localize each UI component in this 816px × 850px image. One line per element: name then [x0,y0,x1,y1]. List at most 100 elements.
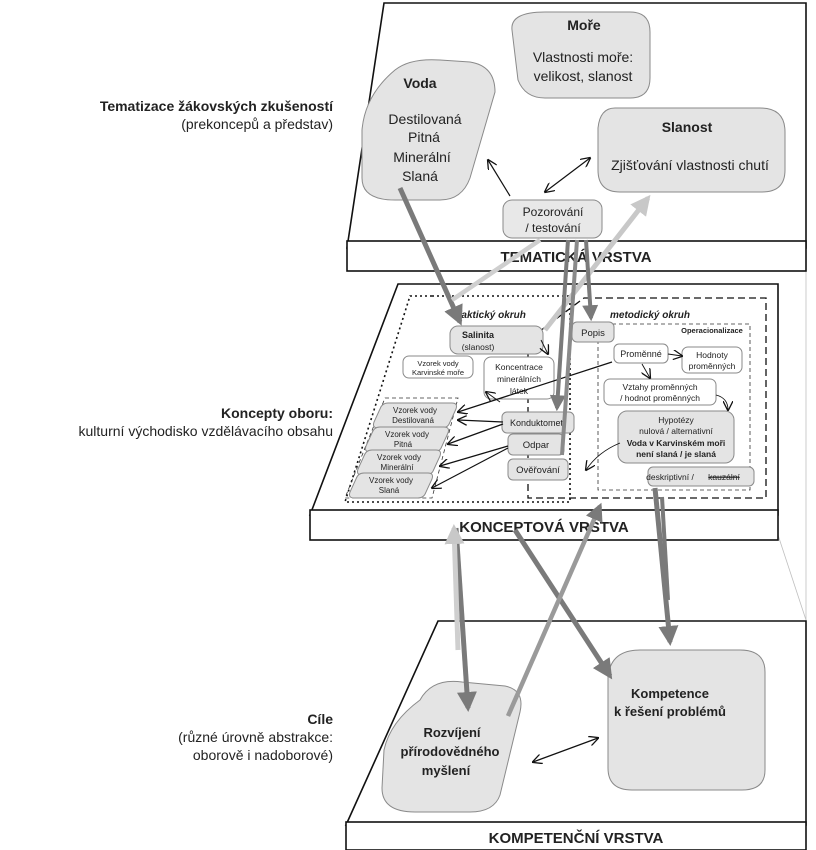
node-more-line1: Vlastnosti moře: [533,49,633,65]
node-slanost [597,107,786,193]
concept-side-subtitle: kulturní východisko vzdělávacího obsahu [78,423,333,439]
node-vztahy-line1: Vztahy proměnných [622,382,697,392]
node-vztahy-line2: / hodnot proměnných [620,393,700,403]
arrow-rozvijeni-concept-light [444,524,465,651]
arrow-pozorovani-popis [582,239,599,322]
arrow-konduktometr-destilovana [458,420,504,422]
node-voda-item-4: Slaná [402,168,438,184]
arrow-koncentrace-salinita [486,392,501,403]
node-salinita-line2: (slanost) [462,342,495,352]
node-kompetence-line2: k řešení problémů [614,704,726,719]
node-hypotezy-line1: Hypotézy [658,415,694,425]
right-connector-line-2 [777,534,807,621]
node-more [511,11,651,99]
concept-side-title: Koncepty oboru: [221,405,333,421]
node-hypotezy-line2: nulová / alternativní [639,426,713,436]
thematic-side-label: Tematizace žákovských zkušeností (prekon… [0,97,333,133]
node-rozvijeni [381,680,522,813]
arrow-rozvijeni-kompetence [533,738,598,762]
arrow-pozorovani-odpar [560,239,579,456]
competence-layer-title: KOMPETENČNÍ VRSTVA [489,829,664,847]
node-promenne-label: Proměnné [620,349,662,359]
arrow-hypotezy-overovani [586,442,621,470]
node-vzorek-karvina-line2: Karvinské moře [412,368,464,377]
node-voda-item-1: Destilovaná [388,111,461,127]
node-koncentrace-line3: látek [510,386,529,396]
node-voda-title: Voda [403,75,436,91]
arrow-rozvijeni-concept [505,502,603,717]
node-kompetence [607,649,766,791]
vzorek-destilovana: Vzorek vody Destilovaná [373,402,457,429]
arrow-pozorovani-voda [488,160,511,197]
arrow-pozorovani-slanost [545,158,590,192]
node-promenne [613,343,669,364]
arrow-voda-salinita [397,186,463,326]
vzorek-pitna-line1: Vzorek vody [385,430,429,439]
vzorek-mineralni-line1: Vzorek vody [377,453,421,462]
goals-side-title: Cíle [307,711,333,727]
vzorek-destilovana-line2: Destilovaná [392,416,434,425]
vzorek-mineralni-line2: Minerální [381,463,415,472]
node-hodnoty-line1: Hodnoty [696,350,728,360]
arrow-pozorovani-konduktometr [549,239,570,412]
concept-layer: KONCEPTOVÁ VRSTVA faktický okruh metodic… [308,283,779,541]
node-more-title: Moře [567,17,601,33]
concept-layer-title: KONCEPTOVÁ VRSTVA [459,519,629,536]
operacionalizace-boundary [597,323,751,491]
node-voda-item-3: Minerální [393,149,451,165]
node-voda-item-2: Pitná [408,129,440,145]
node-pozorovani [502,199,603,239]
arrow-konduktometr-pitna [448,423,504,444]
node-pozorovani-line1: Pozorování [523,205,584,219]
node-vzorek-karvina-line1: Vzorek vody [417,359,459,368]
node-vztahy [603,378,717,406]
node-overovani-label: Ověřování [516,465,560,476]
node-pozorovani-line2: / testování [525,221,581,235]
node-hypotezy [617,410,735,464]
thematic-side-subtitle: (prekoncepů a představ) [181,116,333,132]
arrow-odpar-slana [432,447,509,488]
node-more-line2: velikost, slanost [534,68,633,84]
goals-side-subtitle-2: oborově i nadoborové) [192,747,333,763]
node-kompetence-line1: Kompetence [631,686,709,701]
node-koncentrace-line2: minerálních [497,374,541,384]
vzorek-mineralni: Vzorek vody Minerální [357,449,441,476]
node-hodnoty-line2: proměnných [689,361,736,371]
vzorek-slana-line1: Vzorek vody [369,476,413,485]
competence-layer: KOMPETENČNÍ VRSTVA Kompetence k řešení p… [344,620,807,850]
node-rozvijeni-line1: Rozvíjení [423,725,480,740]
metodicky-boundary [527,297,767,499]
node-vzorek-karvina [402,355,474,379]
node-koncentrace-line1: Koncentrace [495,362,543,372]
arrow-salinita-koncentrace [541,339,548,354]
node-voda [361,59,496,201]
vzorky-group-boundary [344,397,459,499]
node-slanost-line1: Zjišťování vlastnosti chutí [611,157,769,173]
competence-band [345,821,807,850]
node-hypotezy-line4: není slaná / je slaná [636,449,716,459]
node-hypotezy-line3: Voda v Karvinském moři [627,438,726,448]
arrow-kompetence-concept [660,496,670,601]
node-rozvijeni-line2: přírodovědného [401,744,500,759]
node-salinita-line1: Salinita [462,330,495,340]
goals-side-subtitle-1: (různé úrovně abstrakce: [178,729,333,745]
node-koncentrace [483,356,555,400]
vzorek-slana-line2: Slaná [379,486,400,495]
node-odpar-label: Odpar [523,440,549,451]
operacionalizace-label: Operacionalizace [681,326,743,335]
vzorek-pitna-line2: Pitná [394,440,413,449]
node-salinita [449,325,544,355]
arrow-odpar-mineralni [440,445,509,466]
arrow-pozorovani-salinita [450,238,542,302]
fakticky-label: faktický okruh [458,310,526,321]
node-rozvijeni-line3: myšlení [422,763,471,778]
node-deskriptivni-label: deskriptivní / [646,472,694,482]
node-popis-label: Popis [581,328,605,339]
node-overovani [507,458,569,481]
node-slanost-title: Slanost [662,119,713,135]
node-konduktometr-label: Konduktometr [510,418,566,428]
concept-band [309,509,779,541]
arrow-promenne-hodnoty [667,354,682,356]
cross-layer-arrows [397,186,679,717]
